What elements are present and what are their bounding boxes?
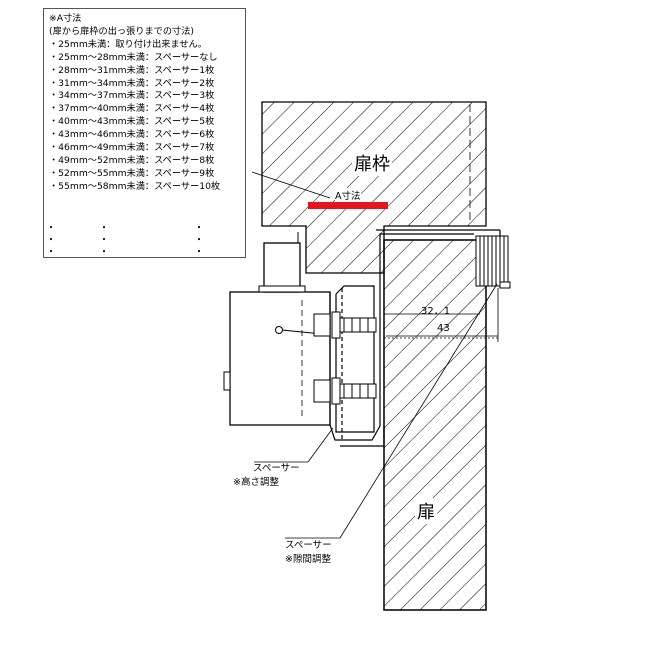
note-title: ※A寸法	[49, 13, 82, 24]
spacer-height-leader	[307, 427, 334, 463]
note-row: ・52mm～55mm未満：スペーサー9枚	[49, 167, 215, 179]
door	[383, 239, 487, 611]
spacer-gap-label: スペーサー	[285, 540, 332, 551]
note-row: ・46mm～49mm未満：スペーサー7枚	[49, 142, 215, 154]
dimension-32-1-label: 32．1	[421, 306, 451, 317]
note-row: ・28mm～31mm未満：スペーサー1枚	[49, 64, 215, 76]
continuation-dots: ・ ・ ・	[46, 247, 204, 258]
a-dimension-leader	[251, 171, 331, 199]
note-row: ・55mm～58mm未満：スペーサー10枚	[49, 180, 221, 192]
note-subtitle: (扉から扉枠の出っ張りまでの寸法)	[49, 25, 194, 37]
door-label: 扉	[415, 498, 437, 524]
note-row: ・25mm未満：取り付け出来ません。	[49, 38, 207, 50]
continuation-dots: ・ ・ ・	[46, 223, 204, 234]
closer-body	[223, 242, 331, 426]
bolt-upper	[313, 311, 377, 339]
note-row: ・37mm～40mm未満：スペーサー4枚	[49, 103, 215, 115]
note-row: ・34mm～37mm未満：スペーサー3枚	[49, 90, 215, 102]
note-row: ・40mm～43mm未満：スペーサー5枚	[49, 116, 215, 128]
note-row: ・31mm～34mm未満：スペーサー2枚	[49, 77, 215, 89]
a-dimension-label: A寸法	[335, 188, 361, 202]
a-dimension-spacer-table: ※A寸法 (扉から扉枠の出っ張りまでの寸法) ・25mm未満：取り付け出来ません…	[43, 8, 246, 258]
note-row: ・49mm～52mm未満：スペーサー8枚	[49, 154, 215, 166]
spacer-gap-note: ※隙間調整	[285, 554, 331, 565]
note-row: ・25mm～28mm未満：スペーサーなし	[49, 51, 218, 63]
spacer-gap-leader	[339, 283, 498, 539]
bolt-lower	[313, 377, 377, 405]
continuation-dots: ・ ・ ・	[46, 235, 204, 246]
spacer-height-note: ※高さ調整	[233, 477, 279, 488]
arm-coil	[475, 235, 511, 289]
dimension-lines	[383, 288, 500, 342]
frame-label: 扉枠	[352, 150, 392, 176]
dimension-43-label: 43	[437, 323, 450, 334]
a-dimension-marker	[308, 202, 388, 209]
note-row: ・43mm～46mm未満：スペーサー6枚	[49, 129, 215, 141]
spacer-height-label: スペーサー	[253, 463, 300, 474]
